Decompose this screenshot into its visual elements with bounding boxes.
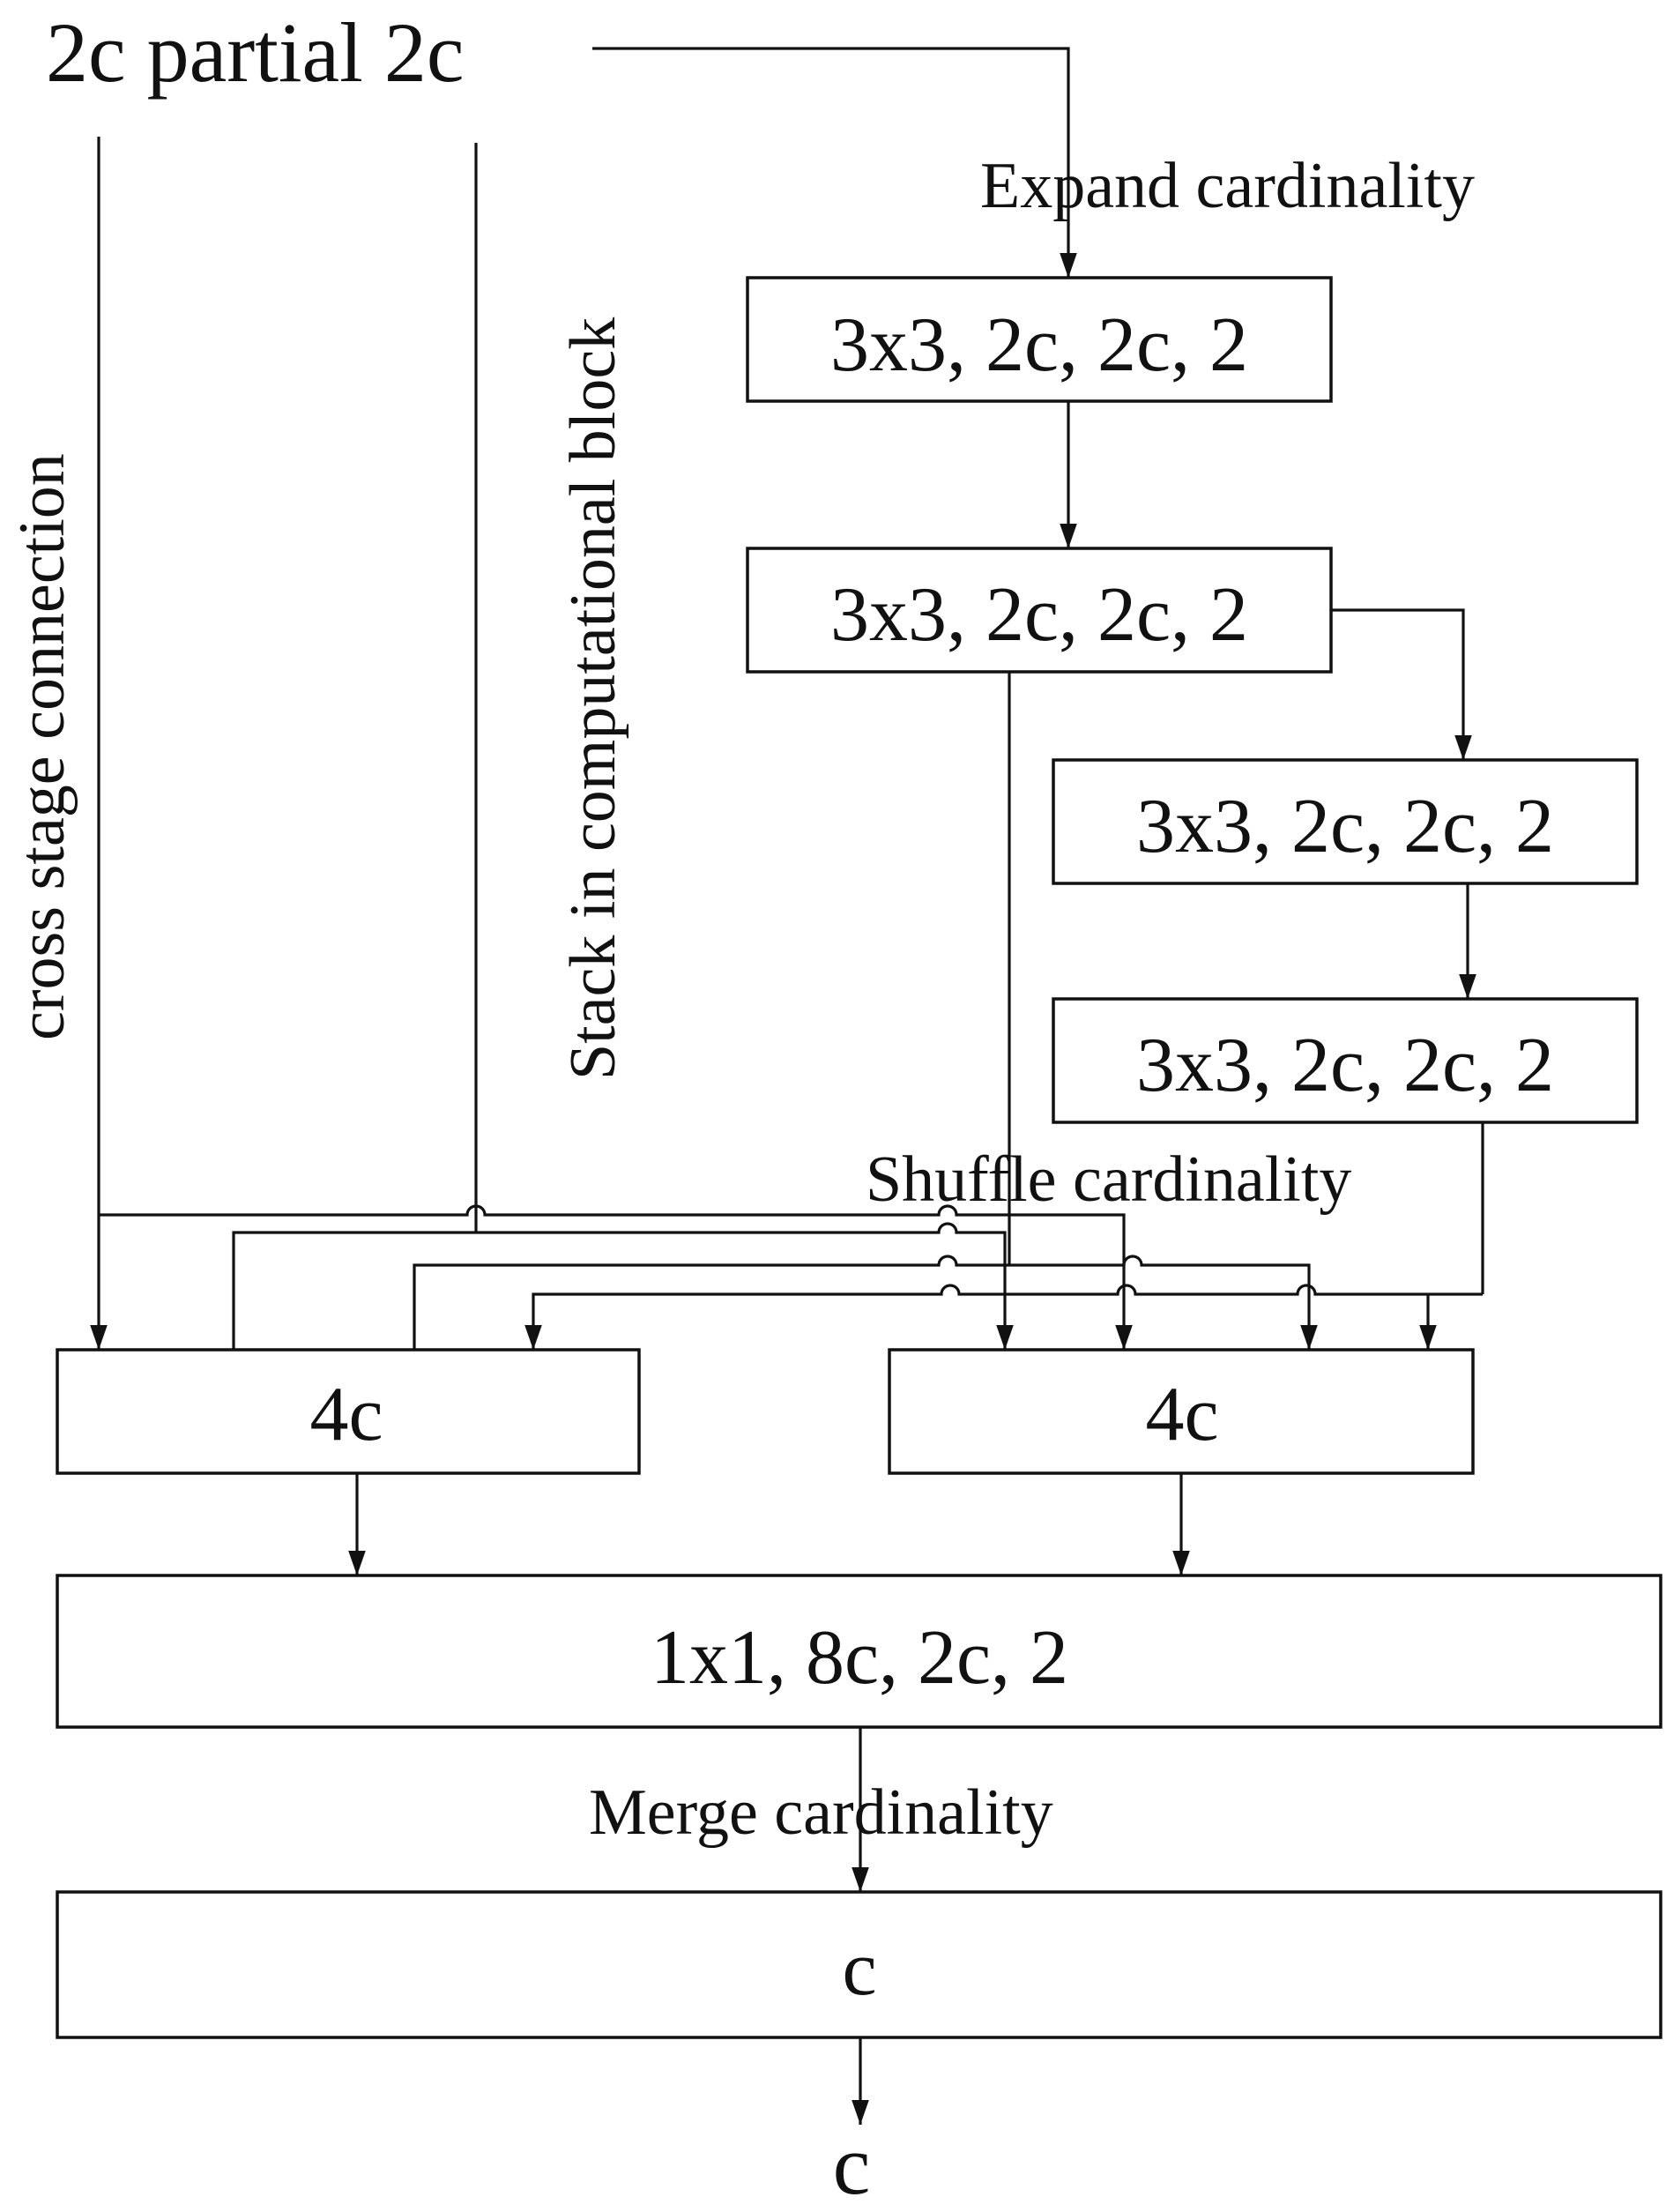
cross-stage-shuffle-wire	[99, 1204, 1133, 1350]
concat-block-right-label: 4c	[1145, 1372, 1218, 1457]
conv-block-1: 3x3, 2c, 2c, 2	[746, 276, 1333, 403]
expand-cardinality-label: Expand cardinality	[980, 150, 1475, 222]
cross-stage-connection-label: cross stage connection	[6, 453, 78, 1040]
shuffle-cardinality-label: Shuffle cardinality	[866, 1143, 1351, 1216]
conv2-shuffle-wire	[413, 1255, 1318, 1350]
conv-block-3-label: 3x3, 2c, 2c, 2	[1136, 784, 1554, 869]
conv-block-3: 3x3, 2c, 2c, 2	[1052, 758, 1639, 885]
output-label: c	[833, 2118, 871, 2212]
transition-block: 1x1, 8c, 2c, 2	[56, 1574, 1662, 1729]
conv4-shuffle-wire	[524, 1284, 1483, 1350]
conv-block-1-label: 3x3, 2c, 2c, 2	[830, 302, 1248, 388]
merge-cardinality-label: Merge cardinality	[589, 1776, 1053, 1849]
conv-block-2: 3x3, 2c, 2c, 2	[746, 547, 1333, 674]
expand-connector	[592, 47, 1077, 278]
output-block: c	[56, 1890, 1662, 2039]
conv-block-2-label: 3x3, 2c, 2c, 2	[830, 572, 1248, 658]
input-label: 2c partial 2c	[46, 5, 464, 100]
output-block-label: c	[842, 1926, 876, 2012]
concat-block-right: 4c	[888, 1348, 1475, 1475]
stack-shuffle-wire	[232, 1222, 1014, 1350]
conv-block-4: 3x3, 2c, 2c, 2	[1052, 997, 1639, 1124]
stack-in-computational-block-label: Stack in computational block	[557, 317, 629, 1080]
concat-block-left-label: 4c	[309, 1372, 383, 1457]
concat-block-left: 4c	[56, 1348, 641, 1475]
transition-block-label: 1x1, 8c, 2c, 2	[651, 1615, 1068, 1701]
conv2-to-conv3-connector	[1331, 608, 1472, 760]
conv-block-4-label: 3x3, 2c, 2c, 2	[1136, 1023, 1554, 1108]
